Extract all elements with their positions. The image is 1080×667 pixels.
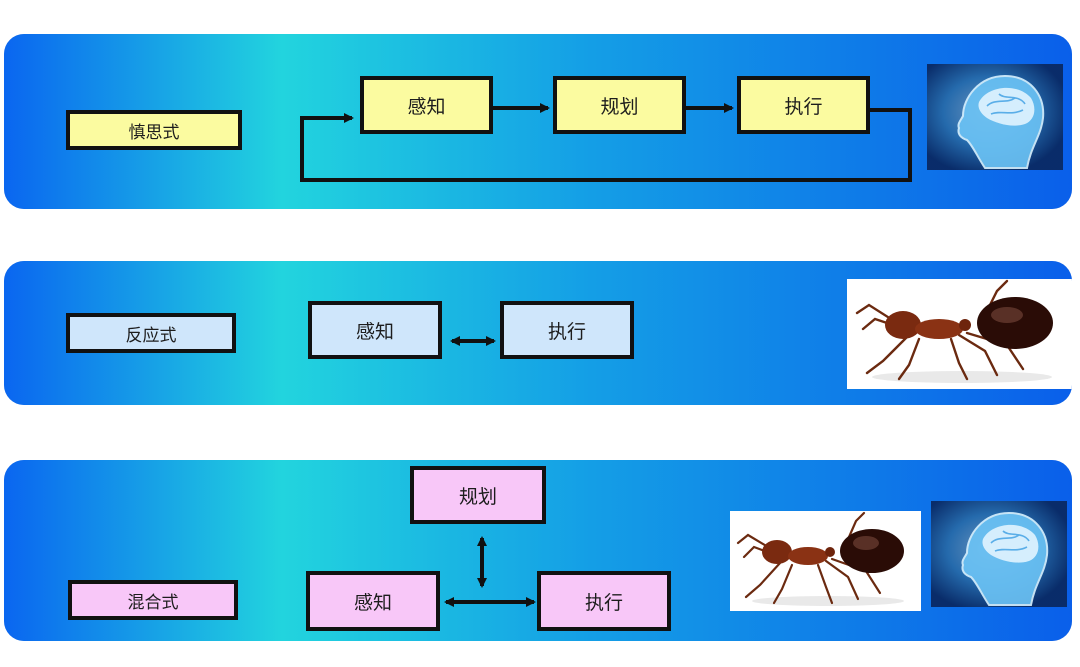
deliberative-mode-label: 慎思式 (66, 110, 242, 150)
hybrid-step-sense: 感知 (306, 571, 440, 631)
brain-head-icon (931, 501, 1067, 607)
reactive-flow-lines (450, 336, 496, 346)
brain-head-icon (927, 64, 1063, 170)
hybrid-step-plan: 规划 (410, 466, 546, 524)
reactive-step-act: 执行 (500, 301, 634, 359)
hybrid-mode-label: 混合式 (68, 580, 238, 620)
deliberative-step-plan: 规划 (553, 76, 686, 134)
deliberative-flow-lines (300, 103, 912, 182)
ant-icon (730, 511, 921, 611)
reactive-mode-label: 反应式 (66, 313, 236, 353)
reactive-step-sense: 感知 (308, 301, 442, 359)
deliberative-step-sense: 感知 (360, 76, 493, 134)
hybrid-step-act: 执行 (537, 571, 671, 631)
deliberative-panel: 慎思式 感知 规划 执行 (4, 34, 1072, 209)
reactive-panel: 反应式 感知 执行 (4, 261, 1072, 405)
deliberative-step-act: 执行 (737, 76, 870, 134)
hybrid-flow-lines (444, 536, 536, 607)
feedback-loop-line (300, 108, 912, 182)
ant-icon (847, 279, 1072, 389)
hybrid-panel: 混合式 规划 感知 执行 (4, 460, 1072, 641)
